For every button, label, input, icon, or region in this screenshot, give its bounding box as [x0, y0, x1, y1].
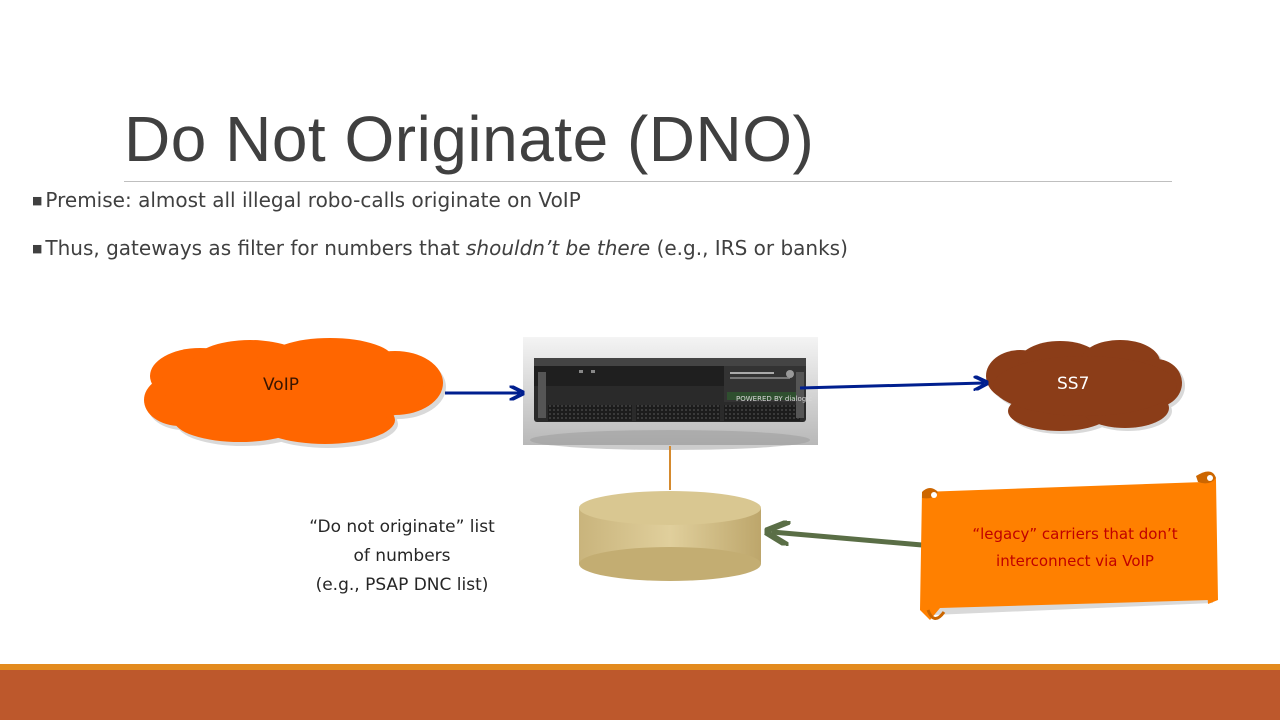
gateway-server-icon [523, 337, 818, 450]
title-divider [124, 181, 1172, 182]
slide-title: Do Not Originate (DNO) [124, 103, 815, 175]
caption-line: “Do not originate” list [309, 517, 495, 537]
footer-accent-stripe [0, 664, 1280, 670]
bullet-thus-text-end: (e.g., IRS or banks) [650, 236, 848, 260]
caption-line: of numbers [353, 546, 451, 566]
bullet-premise: ■Premise: almost all illegal robo-calls … [32, 188, 581, 212]
square-bullet-icon: ■ [32, 242, 43, 255]
bullet-thus-italic: shouldn’t be there [466, 236, 651, 260]
gateway-to-ss7-arrow [799, 383, 984, 388]
legacy-scroll-banner [920, 471, 1218, 620]
dno-list-caption: “Do not originate” list of numbers (e.g.… [282, 513, 522, 600]
voip-cloud [144, 338, 446, 448]
bullet-premise-text: Premise: almost all illegal robo-calls o… [45, 188, 581, 212]
footer-bar [0, 670, 1280, 720]
ss7-cloud-label: SS7 [1057, 374, 1090, 394]
legacy-to-db-arrow [772, 532, 923, 548]
bullet-thus-text-start: Thus, gateways as filter for numbers tha… [45, 236, 467, 260]
ss7-cloud [986, 340, 1185, 434]
gateway-brand-label: POWERED BY dialogic [736, 395, 813, 403]
square-bullet-icon: ■ [32, 194, 43, 207]
caption-line: (e.g., PSAP DNC list) [315, 575, 489, 595]
database-cylinder-icon [579, 491, 761, 581]
bullet-thus: ■Thus, gateways as filter for numbers th… [32, 236, 848, 260]
legacy-carriers-text: “legacy” carriers that don’t interconnec… [972, 525, 1178, 570]
voip-cloud-label: VoIP [263, 375, 299, 395]
